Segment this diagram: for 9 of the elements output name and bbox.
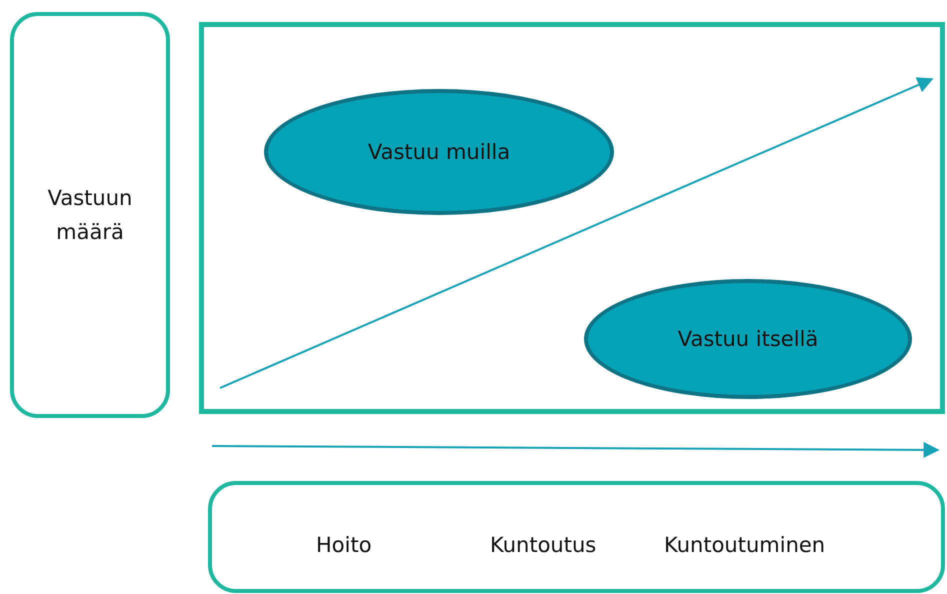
stage-label: Kuntoutuminen	[664, 533, 826, 557]
stage-label: Kuntoutus	[490, 533, 596, 557]
ellipse-label: Vastuu muilla	[368, 140, 510, 164]
stage-label: Hoito	[316, 533, 372, 557]
panel-frame	[199, 22, 945, 414]
ellipse-label: Vastuu itsellä	[678, 327, 818, 351]
rounded-box	[208, 481, 945, 593]
rounded-box	[10, 12, 170, 418]
axis-label: Vastuun määrä	[46, 185, 134, 246]
